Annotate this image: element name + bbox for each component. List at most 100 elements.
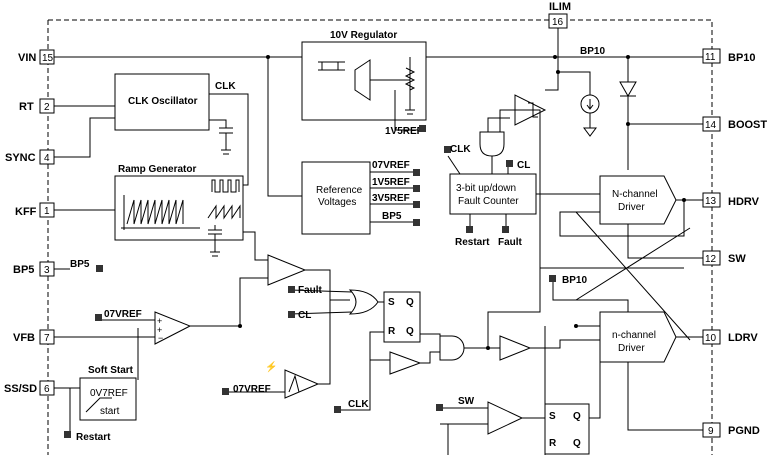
pin-ldrv-number: 10 xyxy=(705,333,717,344)
pin-bp5-label: BP5 xyxy=(13,264,34,276)
pin-sync: SYNC 4 xyxy=(5,149,55,165)
hs-driver-title-2: Driver xyxy=(618,202,645,213)
latch-clk: CLK xyxy=(348,399,369,410)
reference-voltages-block: Reference Voltages 07VREF 1V5REF 3V5REF … xyxy=(267,57,420,235)
pin-boost-number: 14 xyxy=(705,120,717,131)
pwm-comparator xyxy=(239,231,350,326)
pin-vfb: VFB 7 xyxy=(13,329,55,345)
pin-vin-number: 15 xyxy=(42,53,54,64)
soft-start-title: Soft Start xyxy=(88,365,134,376)
pin-pgnd: 9 PGND xyxy=(702,422,760,438)
ff2-qb: Q xyxy=(573,438,581,449)
regulator-title: 10V Regulator xyxy=(330,30,397,41)
fault-or-gate: Fault CL ⚡ xyxy=(265,285,384,373)
regulator-block: 10V Regulator 1V5REF xyxy=(301,30,427,137)
ff2-q: Q xyxy=(573,411,581,422)
counter-title-2: Fault Counter xyxy=(458,196,519,207)
counter-cl: CL xyxy=(517,160,530,171)
high-side-driver: N-channel Driver xyxy=(539,110,703,269)
sw-signal: SW xyxy=(458,396,475,407)
ls-bp10: BP10 xyxy=(562,275,587,286)
vfb-07vref: 07VREF xyxy=(104,309,142,320)
cross-coupling xyxy=(575,211,691,341)
pin-boost-label: BOOST xyxy=(728,119,767,131)
pin-hdrv: 13 HDRV xyxy=(702,192,760,208)
pin-bp10: 11 BP10 xyxy=(702,48,756,64)
pin-bp5-number: 3 xyxy=(44,265,50,276)
soft-start-start: start xyxy=(100,406,120,417)
and-gate xyxy=(439,335,500,361)
ff2-s: S xyxy=(549,411,556,422)
pin-kff-number: 1 xyxy=(44,206,50,217)
sw-comparator: SW xyxy=(436,396,545,455)
counter-restart: Restart xyxy=(455,237,490,248)
pin-rt-number: 2 xyxy=(44,102,50,113)
ref-bp5: BP5 xyxy=(382,211,402,222)
hs-driver-title-1: N-channel xyxy=(612,189,658,200)
ref-title-1: Reference xyxy=(316,185,363,196)
pin-rt-label: RT xyxy=(19,101,34,113)
ref-1v5ref: 1V5REF xyxy=(372,177,410,188)
svg-text:−: − xyxy=(158,333,163,343)
bp10-rail-label: BP10 xyxy=(580,46,605,57)
pin-boost: 14 BOOST xyxy=(702,116,767,132)
pin-sssd-number: 6 xyxy=(44,384,50,395)
ss-07vref: 07VREF xyxy=(233,384,271,395)
error-amplifier: 07VREF + + − xyxy=(54,309,242,380)
ls-driver-title-2: Driver xyxy=(618,343,645,354)
ls-driver-title-1: n-channel xyxy=(612,330,656,341)
counter-clk: CLK xyxy=(450,144,471,155)
counter-title-1: 3-bit up/down xyxy=(456,183,516,194)
ref-07vref: 07VREF xyxy=(372,160,410,171)
or-fault: Fault xyxy=(298,285,323,296)
soft-start-ref: 0V7REF xyxy=(90,388,128,399)
svg-text:⚡: ⚡ xyxy=(265,360,277,373)
pin-sw-label: SW xyxy=(728,253,746,265)
counter-fault: Fault xyxy=(498,237,523,248)
pin-bp10-label: BP10 xyxy=(728,52,756,64)
sr-flipflop-2: S R Q Q xyxy=(544,362,601,455)
pin-bp10-number: 11 xyxy=(705,52,716,63)
pin-sssd-label: SS/SD xyxy=(4,383,37,395)
pin-vfb-label: VFB xyxy=(13,332,35,344)
ff1-q: Q xyxy=(406,297,414,308)
buffer-low xyxy=(499,335,532,361)
pin-pgnd-number: 9 xyxy=(708,426,714,437)
ss-restart: Restart xyxy=(76,432,111,443)
pin-sw-number: 12 xyxy=(705,254,717,265)
pin-sw: 12 SW xyxy=(702,250,746,266)
v1v5ref-regulator: 1V5REF xyxy=(385,126,423,137)
pin-bp5: BP5 3 xyxy=(13,261,55,277)
ramp-gen-title: Ramp Generator xyxy=(118,164,196,175)
pin-sync-number: 4 xyxy=(44,153,50,164)
pin-vin-label: VIN xyxy=(18,52,36,64)
pin-ilim: ILIM 16 xyxy=(548,1,571,29)
pin-hdrv-label: HDRV xyxy=(728,196,760,208)
ref-title-2: Voltages xyxy=(318,197,356,208)
fault-counter-block: 3-bit up/down Fault Counter CLK CL Resta… xyxy=(444,109,600,248)
clk-osc-label: CLK xyxy=(215,81,236,92)
pin-sssd: SS/SD 6 xyxy=(4,380,55,396)
svg-text:+: + xyxy=(157,316,162,326)
boost-diode xyxy=(619,57,703,170)
bp5-pin-signal: BP5 xyxy=(70,259,90,270)
svg-text:+: + xyxy=(157,325,162,335)
pin-vin: VIN 15 xyxy=(18,49,55,65)
ff1-r: R xyxy=(388,326,396,337)
pin-rt: RT 2 xyxy=(19,98,55,114)
sr-flipflop-1: S R Q Q xyxy=(383,291,441,343)
pin-sync-label: SYNC xyxy=(5,152,36,164)
clk-osc-title: CLK Oscillator xyxy=(128,96,198,107)
ff1-qb: Q xyxy=(406,326,414,337)
or-cl: CL xyxy=(298,310,311,321)
clk-oscillator-block: CLK Oscillator CLK xyxy=(54,73,249,186)
pin-ldrv: 10 LDRV xyxy=(702,329,758,345)
ff2-r: R xyxy=(549,438,557,449)
ss-comparator: 07VREF xyxy=(222,300,331,399)
ramp-generator-block: Ramp Generator xyxy=(54,164,244,257)
ref-3v5ref: 3V5REF xyxy=(372,193,410,204)
pin-ilim-number: 16 xyxy=(552,17,564,28)
low-side-driver: n-channel Driver BP10 xyxy=(544,275,703,455)
pin-vfb-number: 7 xyxy=(44,333,50,344)
